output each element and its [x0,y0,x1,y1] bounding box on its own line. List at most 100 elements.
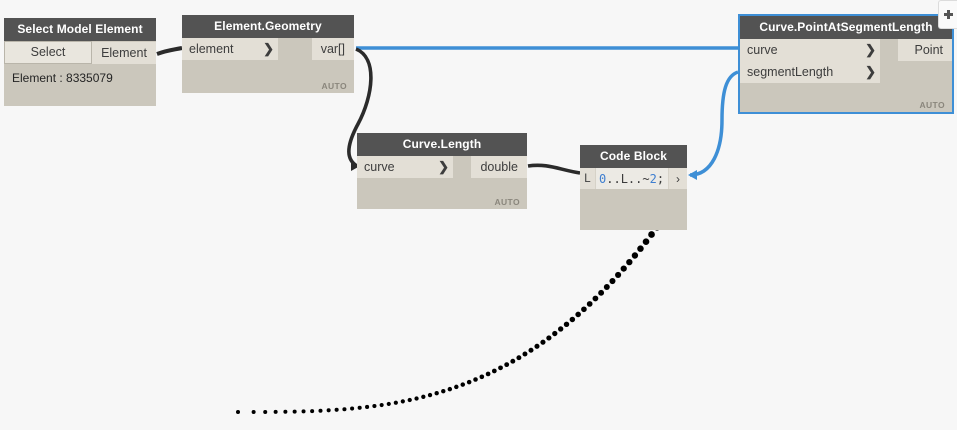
preview-point [516,355,522,361]
preview-point [563,321,570,328]
preview-point [522,351,528,357]
wire-codeblock-to-segmentlength [689,70,739,177]
wire-arrow-codeblock-out [688,170,697,180]
chevron-right-icon[interactable]: ❯ [438,159,449,174]
move-cross-icon [943,10,953,19]
input-port-L[interactable]: L [580,168,595,189]
preview-point [534,343,540,349]
preview-point [434,391,439,396]
preview-point [407,397,412,403]
preview-point [581,306,587,313]
input-port-curve[interactable]: curve ❯ [357,156,453,178]
preview-point [318,408,323,413]
preview-point [236,410,240,414]
sidebar-expand-handle[interactable] [938,0,957,29]
preview-point [427,392,433,398]
chevron-right-icon[interactable]: ❯ [865,64,876,79]
preview-point [310,409,315,414]
preview-point [447,386,453,392]
preview-point-series [236,208,672,414]
chevron-right-icon[interactable]: ❯ [263,41,274,56]
preview-point [421,394,426,399]
wire-element-to-geometry [156,46,183,56]
preview-point [598,289,605,296]
node-curve-pointatsegmentlength[interactable]: Curve.PointAtSegmentLength curve ❯ segme… [738,14,954,114]
element-value-text: Element : 8335079 [4,64,156,106]
preview-point [454,384,459,390]
preview-point [569,316,576,323]
output-port-var-array[interactable]: var[] [311,38,354,60]
preview-point [491,368,497,374]
preview-point [400,399,405,404]
preview-point [326,408,331,413]
preview-point [263,409,268,414]
preview-point [273,409,278,414]
port-label: curve [364,160,395,174]
preview-point [540,339,546,345]
preview-point [642,238,650,245]
code-editor[interactable]: 0..L..~2; [595,168,669,189]
preview-point [479,374,485,380]
lacing-label: AUTO [321,81,347,91]
output-port-element[interactable]: Element [92,41,156,64]
preview-point [441,389,446,394]
preview-point [466,379,472,385]
code-token-5: ; [656,171,665,186]
preview-point [251,409,256,414]
preview-point [648,231,655,238]
preview-point [292,409,297,414]
preview-point [603,284,610,290]
select-button[interactable]: Select [4,41,92,64]
node-title: Code Block [580,145,687,168]
chevron-right-icon[interactable]: ❯ [865,42,876,57]
preview-point [372,404,377,409]
output-port-codeblock[interactable]: › [669,168,687,189]
code-token-2: L [620,171,628,186]
node-title: Curve.PointAtSegmentLength [740,16,952,39]
node-title: Curve.Length [357,133,527,156]
port-label: segmentLength [747,65,834,79]
code-token-1: .. [606,171,621,186]
input-port-curve[interactable]: curve ❯ [740,39,880,61]
port-label: element [189,42,234,56]
preview-point [301,409,306,414]
preview-point [357,405,362,410]
code-token-0: 0 [599,171,607,186]
preview-point [620,265,627,272]
code-token-3: ..~ [627,171,650,186]
preview-point [609,278,616,285]
node-title: Element.Geometry [182,15,354,38]
output-port-double[interactable]: double [471,156,527,178]
preview-point [386,401,391,407]
preview-point [393,400,398,405]
preview-point [552,330,558,337]
preview-point [510,358,516,364]
preview-point [473,377,478,382]
preview-point [350,406,355,411]
lacing-label: AUTO [494,197,520,207]
preview-point [546,335,552,341]
code-token-4: 2 [649,171,657,186]
node-code-block[interactable]: Code Block L 0..L..~2; › [580,145,687,230]
port-label: curve [747,43,778,57]
preview-point [504,362,510,368]
preview-point [615,271,622,278]
node-select-model-element[interactable]: Select Model Element Select Element Elem… [4,18,156,106]
preview-point [485,371,491,377]
node-element-geometry[interactable]: Element.Geometry element ❯ var[] AUTO [182,15,354,93]
input-port-segmentlength[interactable]: segmentLength ❯ [740,61,880,83]
preview-point [637,245,644,252]
node-curve-length[interactable]: Curve.Length curve ❯ double AUTO [357,133,527,209]
preview-point [586,301,593,307]
preview-point [283,409,288,414]
input-port-element[interactable]: element ❯ [182,38,278,60]
lacing-label: AUTO [919,100,945,110]
preview-point [414,396,419,401]
preview-point [365,404,370,410]
wire-curvelength-to-codeblock [527,163,581,175]
preview-point [631,252,639,259]
preview-point [379,402,384,408]
preview-point [334,407,339,412]
output-port-point[interactable]: Point [898,39,952,61]
